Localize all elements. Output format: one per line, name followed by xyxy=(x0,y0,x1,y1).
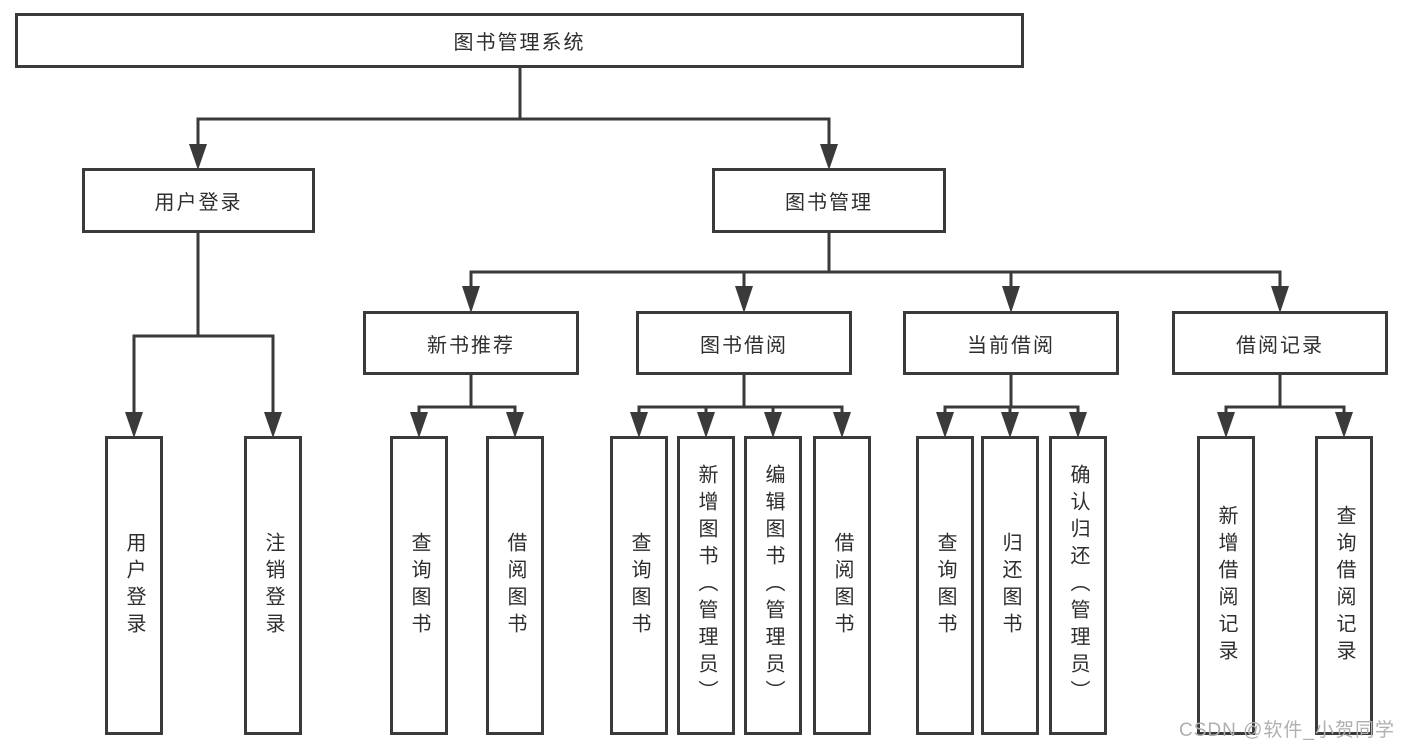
node-label: 图书管理系统 xyxy=(453,32,586,54)
csdn-watermark: CSDN @软件_小贺同学 xyxy=(1179,720,1395,741)
node-label: 借阅图书 xyxy=(504,531,526,640)
node-label: 用户登录 xyxy=(123,531,145,640)
arrow-icon xyxy=(410,412,428,438)
leaf-query-books-recommend: 查询图书 xyxy=(390,436,448,735)
arrow-icon xyxy=(125,412,143,438)
arrow-icon xyxy=(1002,286,1020,313)
leaf-edit-book-admin: 编辑图书（管理员） xyxy=(744,436,802,735)
node-label: 查询借阅记录 xyxy=(1333,504,1355,667)
node-label: 归还图书 xyxy=(999,531,1021,640)
leaf-user-login: 用户登录 xyxy=(105,436,163,735)
node-new-book-recommendation: 新书推荐 xyxy=(363,311,579,375)
arrow-icon xyxy=(1335,412,1353,438)
node-label: 新增借阅记录 xyxy=(1215,504,1237,667)
arrow-icon xyxy=(1217,412,1235,438)
arrow-icon xyxy=(1271,286,1289,313)
arrow-icon xyxy=(630,412,648,438)
node-label: 查询图书 xyxy=(408,531,430,640)
node-label: 查询图书 xyxy=(934,531,956,640)
arrowheads xyxy=(125,144,1353,438)
node-label: 借阅记录 xyxy=(1236,334,1324,357)
arrow-icon xyxy=(462,286,480,313)
arrow-icon xyxy=(264,412,282,438)
node-label: 当前借阅 xyxy=(967,334,1055,357)
node-user-login: 用户登录 xyxy=(82,168,315,233)
arrow-icon xyxy=(764,412,782,438)
leaf-logout: 注销登录 xyxy=(244,436,302,735)
arrow-icon xyxy=(936,412,954,438)
node-label: 用户登录 xyxy=(154,192,243,214)
arrow-icon xyxy=(1069,412,1087,438)
leaf-borrow-books-borrowing: 借阅图书 xyxy=(813,436,871,735)
node-label: 图书借阅 xyxy=(700,334,788,357)
node-book-borrowing: 图书借阅 xyxy=(636,311,852,375)
arrow-icon xyxy=(833,412,851,438)
leaf-confirm-return-admin: 确认归还（管理员） xyxy=(1049,436,1107,735)
leaf-query-books-borrowing: 查询图书 xyxy=(610,436,668,735)
node-book-management: 图书管理 xyxy=(712,168,946,233)
node-label: 查询图书 xyxy=(628,531,650,640)
leaf-add-borrow-record: 新增借阅记录 xyxy=(1197,436,1255,735)
node-label: 确认归还（管理员） xyxy=(1067,464,1089,707)
node-current-borrowing: 当前借阅 xyxy=(903,311,1119,375)
leaf-add-book-admin: 新增图书（管理员） xyxy=(677,436,735,735)
arrow-icon xyxy=(1001,412,1019,438)
leaf-query-books-current: 查询图书 xyxy=(916,436,974,735)
node-label: 新增图书（管理员） xyxy=(695,464,717,707)
node-label: 图书管理 xyxy=(785,192,873,214)
node-label: 编辑图书（管理员） xyxy=(762,464,784,707)
node-library-management-system: 图书管理系统 xyxy=(15,13,1024,68)
node-borrowing-records: 借阅记录 xyxy=(1172,311,1388,375)
arrow-icon xyxy=(189,144,207,170)
leaf-query-borrow-record: 查询借阅记录 xyxy=(1315,436,1373,735)
node-label: 借阅图书 xyxy=(831,531,853,640)
arrow-icon xyxy=(506,412,524,438)
arrow-icon xyxy=(697,412,715,438)
node-label: 新书推荐 xyxy=(427,334,515,357)
arrow-icon xyxy=(735,286,753,313)
leaf-borrow-books-recommend: 借阅图书 xyxy=(486,436,544,735)
arrow-icon xyxy=(820,144,838,170)
leaf-return-books: 归还图书 xyxy=(981,436,1039,735)
node-label: 注销登录 xyxy=(262,531,284,640)
